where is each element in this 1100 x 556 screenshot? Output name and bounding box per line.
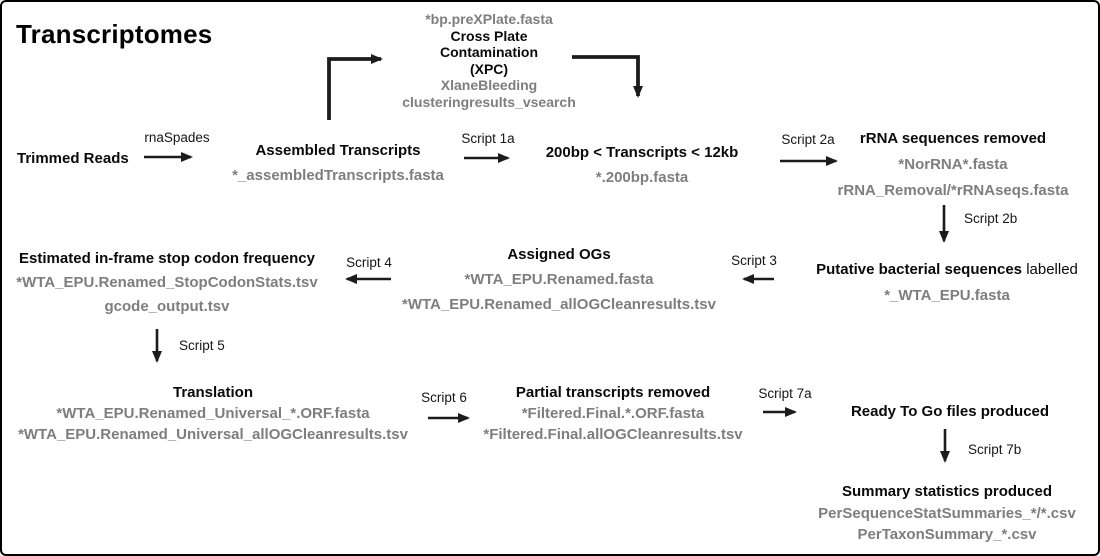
page-title: Transcriptomes (16, 19, 213, 49)
edge-label-script-1a: Script 1a (461, 131, 515, 146)
node-partial-removed: Partial transcripts removed *Filtered.Fi… (483, 382, 742, 445)
ready-to-go-title: Ready To Go files produced (850, 403, 1050, 420)
node-trimmed-reads: Trimmed Reads (17, 146, 129, 171)
stop-codon-file-1: *WTA_EPU.Renamed_StopCodonStats.tsv (16, 274, 318, 291)
edge-label-script-6: Script 6 (421, 390, 467, 405)
assigned-ogs-file-1: *WTA_EPU.Renamed.fasta (464, 271, 654, 288)
assigned-ogs-file-2: *WTA_EPU.Renamed_allOGCleanresults.tsv (402, 296, 716, 313)
node-assigned-ogs: Assigned OGs *WTA_EPU.Renamed.fasta *WTA… (402, 242, 716, 317)
rrna-title: rRNA sequences removed (859, 130, 1047, 147)
size-filter-title: 200bp < Transcripts < 12kb (545, 144, 739, 161)
arrow-assembled-to-xpc (327, 54, 383, 120)
summary-file-2: PerTaxonSummary_*.csv (857, 526, 1037, 543)
size-filter-file-1: *.200bp.fasta (595, 169, 689, 186)
bacterial-title: Putative bacterial sequences labelled (816, 257, 1078, 283)
summary-file-1: PerSequenceStatSummaries_*/*.csv (818, 504, 1076, 522)
arrow-xpc-to-size-filter (572, 55, 643, 98)
rrna-file-2: rRNA_Removal/*rRNAseqs.fasta (837, 182, 1069, 199)
xpc-title-line2: Contamination (440, 44, 538, 60)
edge-label-script-7a: Script 7a (758, 386, 812, 401)
assembled-title: Assembled Transcripts (255, 142, 421, 159)
xpc-title-line3: (XPC) (469, 60, 509, 77)
node-ready-to-go: Ready To Go files produced (851, 399, 1049, 424)
bacterial-title-regular: labelled (1026, 261, 1078, 278)
node-size-filter: 200bp < Transcripts < 12kb *.200bp.fasta (546, 140, 739, 190)
assembled-file-1: *_assembledTranscripts.fasta (232, 167, 444, 184)
bacterial-file-1: *_WTA_EPU.fasta (884, 287, 1010, 304)
edge-label-script-2b: Script 2b (964, 211, 1018, 226)
xpc-input-file: *bp.preXPlate.fasta (425, 11, 553, 27)
edge-label-script-2a: Script 2a (781, 132, 835, 147)
stop-codon-file-2: gcode_output.tsv (104, 298, 230, 315)
node-assembled-transcripts: Assembled Transcripts *_assembledTranscr… (232, 138, 444, 188)
xpc-output-file-1: XlaneBleeding (440, 77, 538, 93)
translation-title: Translation (172, 384, 254, 401)
node-rrna-removed: rRNA sequences removed *NorRNA*.fasta rR… (838, 126, 1069, 204)
partial-removed-file-1: *Filtered.Final.*.ORF.fasta (521, 405, 705, 422)
stop-codon-title: Estimated in-frame stop codon frequency (19, 250, 315, 267)
node-summary-statistics: Summary statistics produced PerSequenceS… (818, 481, 1076, 546)
bacterial-title-bold: Putative bacterial sequences (816, 261, 1023, 278)
node-stop-codon-frequency: Estimated in-frame stop codon frequency … (16, 247, 317, 319)
edge-label-script-3: Script 3 (731, 253, 777, 268)
translation-file-2: *WTA_EPU.Renamed_Universal_allOGCleanres… (18, 426, 408, 443)
node-bacterial-labelled: Putative bacterial sequences labelled *_… (816, 257, 1078, 309)
partial-removed-file-2: *Filtered.Final.allOGCleanresults.tsv (483, 426, 743, 443)
summary-title: Summary statistics produced (841, 483, 1053, 500)
edge-label-script-7b: Script 7b (968, 442, 1022, 457)
trimmed-reads-title: Trimmed Reads (17, 150, 129, 167)
edge-label-script-5: Script 5 (179, 338, 225, 353)
node-cross-plate-contamination: *bp.preXPlate.fasta Cross Plate Contamin… (402, 11, 576, 110)
edge-label-rnaspades: rnaSpades (144, 130, 210, 145)
node-translation: Translation *WTA_EPU.Renamed_Universal_*… (18, 382, 408, 445)
translation-file-1: *WTA_EPU.Renamed_Universal_*.ORF.fasta (56, 405, 370, 422)
assigned-ogs-title: Assigned OGs (507, 246, 611, 263)
edge-label-script-4: Script 4 (346, 255, 392, 270)
xpc-title-line1: Cross Plate (450, 27, 528, 44)
partial-removed-title: Partial transcripts removed (515, 384, 711, 401)
xpc-output-file-2: clusteringresults_vsearch (402, 93, 576, 110)
rrna-file-1: *NorRNA*.fasta (898, 156, 1008, 173)
